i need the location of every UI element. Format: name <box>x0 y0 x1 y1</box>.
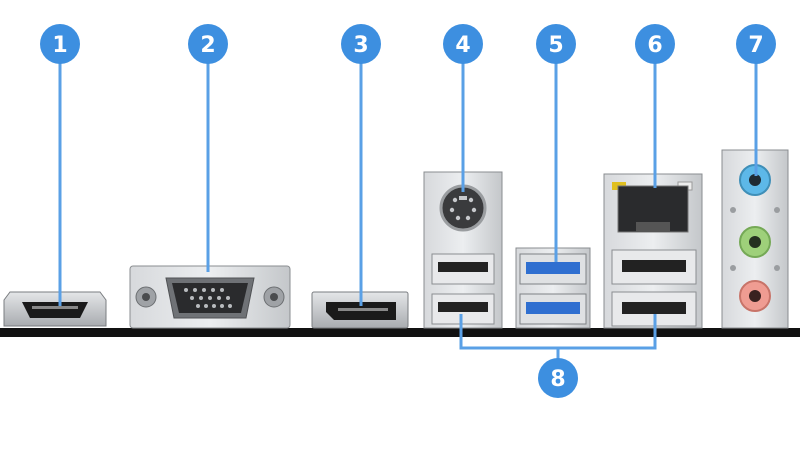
vga-pin <box>190 296 194 300</box>
callout-badge-8: 8 <box>538 358 578 398</box>
board-edge <box>0 328 800 337</box>
vga-pin <box>202 288 206 292</box>
vga-pin <box>217 296 221 300</box>
vga-pin <box>199 296 203 300</box>
vga-pin <box>204 304 208 308</box>
callout-badge-3: 3 <box>341 24 381 64</box>
audio-jack-icon <box>721 149 789 329</box>
callout-label-2: 2 <box>200 33 215 58</box>
vga-pin <box>220 304 224 308</box>
lan-usb-stack <box>603 173 703 329</box>
callout-label-7: 7 <box>748 33 763 58</box>
callout-badge-6: 6 <box>635 24 675 64</box>
hdmi-port-icon <box>3 291 107 327</box>
callout-badge-2: 2 <box>188 24 228 64</box>
vga-pin <box>228 304 232 308</box>
vga-pin <box>184 288 188 292</box>
vga-port-icon <box>129 265 291 329</box>
callout-label-5: 5 <box>548 33 563 58</box>
usb3-port-icon <box>515 247 591 329</box>
callout-label-8: 8 <box>550 367 565 392</box>
vga-pin <box>226 296 230 300</box>
leader-lines <box>58 62 758 360</box>
vga-pin <box>208 296 212 300</box>
callout-label-4: 4 <box>455 33 470 58</box>
callout-label-3: 3 <box>353 33 368 58</box>
vga-pin <box>193 288 197 292</box>
ps2-port-icon <box>439 184 487 232</box>
callout-badges: 1 2 3 4 5 6 7 8 <box>40 24 776 398</box>
ps2-usb-stack <box>423 171 503 329</box>
vga-pin <box>220 288 224 292</box>
callout-badge-1: 1 <box>40 24 80 64</box>
vga-pin <box>196 304 200 308</box>
callout-badge-7: 7 <box>736 24 776 64</box>
callout-label-1: 1 <box>52 33 67 58</box>
lan-port-icon <box>617 185 689 233</box>
vga-pin <box>211 288 215 292</box>
callout-badge-4: 4 <box>443 24 483 64</box>
callout-label-6: 6 <box>647 33 662 58</box>
callout-badge-5: 5 <box>536 24 576 64</box>
displayport-icon <box>311 291 409 329</box>
vga-pin <box>212 304 216 308</box>
